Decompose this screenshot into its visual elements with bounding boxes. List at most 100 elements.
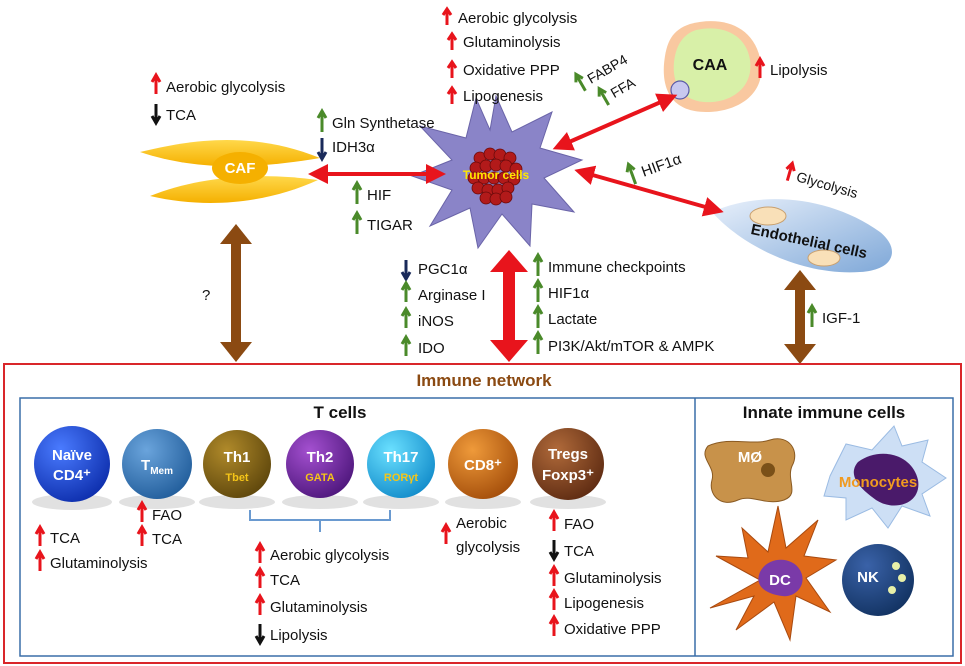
macrophage-label: MØ — [738, 449, 762, 466]
tcell-cd8: CD8⁺ — [445, 429, 521, 509]
tcell-tregs-name: Tregs — [548, 446, 588, 463]
th-metab-1: TCA — [270, 572, 300, 589]
tcell-naive-name2: CD4⁺ — [53, 467, 91, 484]
treg-metab-2: Glutaminolysis — [564, 570, 662, 587]
tcell-tregs-shape — [532, 428, 604, 500]
caa-label: CAA — [693, 57, 728, 74]
tumor-immune-left-list: PGC1α Arginase I iNOS IDO — [400, 260, 486, 357]
caa-inner — [673, 28, 751, 103]
endothelial-cell: Endothelial cells — [712, 199, 892, 273]
tcell-th2: Th2 GATA — [282, 430, 358, 509]
tcell-th2-sub: GATA — [305, 472, 335, 484]
up-arrow-icon — [548, 587, 560, 610]
tumor-nuclei-cluster — [467, 147, 523, 206]
tcell-cd8-name: CD8⁺ — [464, 457, 502, 474]
tcell-th17: Th17 RORγt — [363, 430, 439, 509]
tumor-metab-1: Glutaminolysis — [463, 34, 561, 51]
left-item-3: IDO — [418, 340, 445, 357]
dendritic-cell-nucleus — [758, 559, 803, 597]
monocyte-nucleus — [853, 453, 919, 506]
left-item-0: PGC1α — [418, 261, 468, 278]
green-up-arrow-icon — [532, 277, 544, 302]
up-arrow-icon — [34, 523, 46, 546]
tcells-title: T cells — [314, 403, 367, 422]
naive-metabolism: TCA Glutaminolysis — [34, 523, 148, 572]
up-arrow-icon — [34, 548, 46, 571]
macrophage: MØ — [704, 438, 796, 503]
down-arrow-icon — [316, 138, 328, 163]
nk-granule-2 — [898, 574, 906, 582]
caa-ffa: FFA — [608, 74, 639, 101]
right-item-3: PI3K/Akt/mTOR & AMPK — [548, 338, 714, 355]
tcell-cd8-shape — [448, 429, 518, 499]
up-arrow-icon — [254, 540, 266, 563]
up-arrow-icon — [136, 499, 148, 522]
monocyte-label: Monocytes — [839, 474, 917, 491]
cd8-metab-0: Aerobic — [456, 515, 507, 532]
tmem-metab-0: FAO — [152, 507, 182, 524]
caf-hif: HIF — [367, 187, 391, 204]
tcell-tregs: Tregs Foxp3⁺ — [530, 428, 606, 509]
down-arrow-icon — [254, 624, 266, 647]
tumor-metab-3: Lipogenesis — [463, 88, 543, 105]
caf-question: ? — [202, 287, 210, 304]
green-up-arrow-icon — [532, 251, 544, 276]
caf-shape-bottom — [150, 176, 318, 203]
green-up-arrow-icon — [625, 161, 638, 185]
up-arrow-icon — [150, 71, 162, 94]
tumor-metab-0: Aerobic glycolysis — [458, 10, 577, 27]
nk-granule-1 — [892, 562, 900, 570]
caf-label: CAF — [225, 160, 256, 177]
dendritic-cell: DC — [709, 505, 838, 642]
tcell-tmem-shape — [122, 429, 192, 499]
endothelial-immune-arrow — [784, 270, 816, 364]
naive-metab-0: TCA — [50, 530, 80, 547]
cd8-metab-1: glycolysis — [456, 539, 520, 556]
green-up-arrow-icon — [351, 179, 363, 204]
green-up-arrow-icon — [532, 329, 544, 354]
tcell-th1-shape — [203, 430, 271, 498]
tumor-endothelial-arrow — [574, 165, 724, 217]
th-metab-0: Aerobic glycolysis — [270, 547, 389, 564]
green-up-arrow-icon — [532, 303, 544, 328]
caf-cell: CAF — [140, 139, 320, 203]
green-up-arrow-icon — [400, 333, 412, 356]
th-metab-3: Lipolysis — [270, 627, 328, 644]
green-up-arrow-icon — [400, 279, 412, 302]
nk-cell: NK — [842, 544, 914, 616]
green-up-arrow-icon — [806, 302, 818, 327]
treg-metab-4: Oxidative PPP — [564, 621, 661, 638]
tmem-metabolism: FAO TCA — [136, 499, 182, 548]
green-up-arrow-icon — [316, 107, 328, 132]
up-arrow-icon — [548, 613, 560, 636]
immune-network-frame — [3, 363, 962, 664]
tumor-nucleus-13 — [507, 172, 521, 186]
green-up-arrow-icon — [574, 71, 587, 92]
tcell-naive-name: Naïve — [52, 447, 92, 464]
caa-lipolysis: Lipolysis — [770, 62, 828, 79]
endothelial-nucleus-1 — [749, 206, 787, 226]
tcell-th17-shape — [367, 430, 435, 498]
tcell-tmem-name: TMem — [141, 457, 173, 477]
caf-idh3a: IDH3α — [332, 139, 375, 156]
up-arrow-icon — [446, 31, 458, 50]
endothelial-hif1a: HIF1α — [639, 150, 684, 180]
caf-tca: TCA — [166, 107, 196, 124]
up-arrow-icon — [136, 523, 148, 546]
treg-metab-3: Lipogenesis — [564, 595, 644, 612]
innate-title: Innate immune cells — [743, 403, 906, 422]
up-arrow-icon — [446, 59, 458, 78]
caf-tigar: TIGAR — [367, 217, 413, 234]
left-item-2: iNOS — [418, 313, 454, 330]
cd8-metabolism: Aerobic glycolysis — [440, 515, 520, 556]
up-arrow-icon — [441, 6, 453, 25]
endothelial-nucleus-2 — [807, 249, 841, 267]
tumor-cell-label: Tumor cells — [463, 168, 530, 182]
th-metab-2: Glutaminolysis — [270, 599, 368, 616]
tumor-cell: Tumor cells — [410, 94, 584, 250]
endothelial-glycolysis: Glycolysis — [795, 168, 860, 201]
up-arrow-icon — [446, 85, 458, 104]
green-up-arrow-icon — [351, 209, 363, 234]
tcell-th2-shape — [286, 430, 354, 498]
tcell-th17-sub: RORγt — [384, 472, 419, 484]
